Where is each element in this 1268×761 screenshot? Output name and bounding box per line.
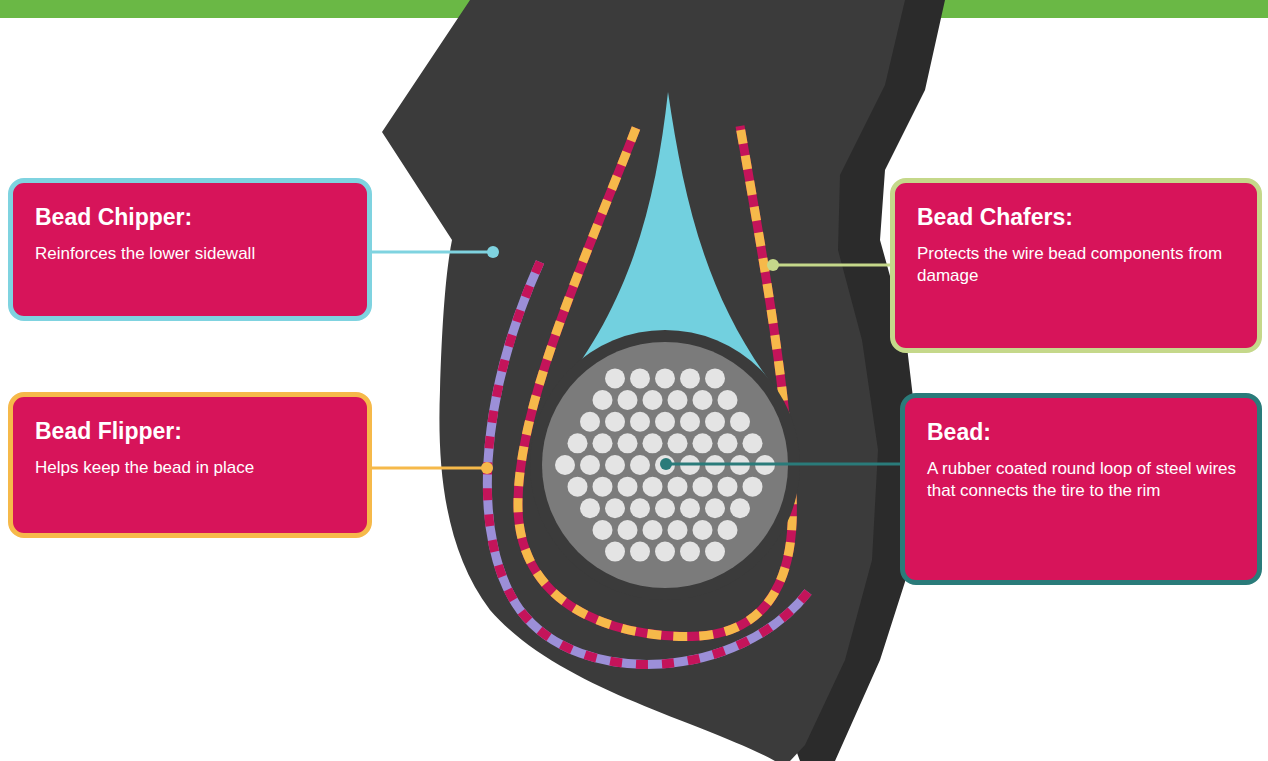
steel-wire [680, 368, 700, 388]
callout-text: Helps keep the bead in place [35, 457, 347, 479]
callout-box: Bead Flipper: Helps keep the bead in plac… [8, 392, 372, 538]
steel-wire [605, 542, 625, 562]
callout-heading: Bead Flipper: [35, 417, 347, 445]
steel-wire [593, 477, 613, 497]
callout-box: Bead: A rubber coated round loop of steel… [900, 393, 1262, 585]
steel-wire [730, 498, 750, 518]
steel-wire [668, 390, 688, 410]
steel-wire [568, 433, 588, 453]
steel-wire [568, 477, 588, 497]
callout-text: Reinforces the lower sidewall [35, 243, 347, 265]
steel-wire [705, 412, 725, 432]
steel-wire [555, 455, 575, 475]
callout-box: Bead Chafers: Protects the wire bead comp… [890, 178, 1262, 353]
steel-wire [718, 477, 738, 497]
steel-wire [680, 412, 700, 432]
steel-wire [730, 412, 750, 432]
steel-wire [618, 390, 638, 410]
steel-wire [693, 477, 713, 497]
callout-text: A rubber coated round loop of steel wire… [927, 458, 1237, 502]
steel-wire [655, 542, 675, 562]
steel-wire [718, 520, 738, 540]
steel-wire [668, 433, 688, 453]
steel-wire [680, 498, 700, 518]
steel-wire [593, 433, 613, 453]
steel-wire [580, 498, 600, 518]
steel-wire [618, 433, 638, 453]
leader-dot [767, 259, 779, 271]
steel-wire [618, 477, 638, 497]
steel-wire [705, 498, 725, 518]
callout-text: Protects the wire bead components from d… [917, 243, 1237, 287]
steel-wire [655, 412, 675, 432]
steel-wire [693, 390, 713, 410]
steel-wire [643, 433, 663, 453]
steel-wire [743, 477, 763, 497]
steel-wire [618, 520, 638, 540]
leader-line [368, 251, 493, 254]
leader-line [368, 467, 487, 470]
steel-wire [668, 477, 688, 497]
tire-front-face [382, 0, 905, 761]
steel-wire [718, 433, 738, 453]
steel-wire [605, 368, 625, 388]
steel-wire [630, 498, 650, 518]
steel-wire [668, 520, 688, 540]
steel-wire [693, 520, 713, 540]
steel-wire [705, 542, 725, 562]
steel-wire [680, 542, 700, 562]
steel-wire [630, 455, 650, 475]
steel-wire [630, 412, 650, 432]
leader-dot [481, 462, 493, 474]
leader-line [773, 264, 892, 267]
steel-wire [643, 477, 663, 497]
steel-wire [643, 390, 663, 410]
callout-box: Bead Chipper: Reinforces the lower sidewa… [8, 178, 372, 321]
leader-dot [660, 458, 672, 470]
steel-wire [593, 520, 613, 540]
leader-line [666, 463, 902, 466]
steel-wire [693, 433, 713, 453]
steel-wire [605, 455, 625, 475]
steel-wire [580, 412, 600, 432]
steel-wire [643, 520, 663, 540]
steel-wire [655, 368, 675, 388]
steel-wire [630, 542, 650, 562]
callout-heading: Bead: [927, 418, 1237, 446]
steel-wire [605, 498, 625, 518]
callout-heading: Bead Chafers: [917, 203, 1237, 231]
steel-wire [593, 390, 613, 410]
steel-wire [630, 368, 650, 388]
steel-wire [605, 412, 625, 432]
steel-wire [718, 390, 738, 410]
steel-wire [705, 368, 725, 388]
steel-wire [743, 433, 763, 453]
steel-wire [655, 498, 675, 518]
leader-dot [487, 246, 499, 258]
steel-wire [580, 455, 600, 475]
callout-heading: Bead Chipper: [35, 203, 347, 231]
